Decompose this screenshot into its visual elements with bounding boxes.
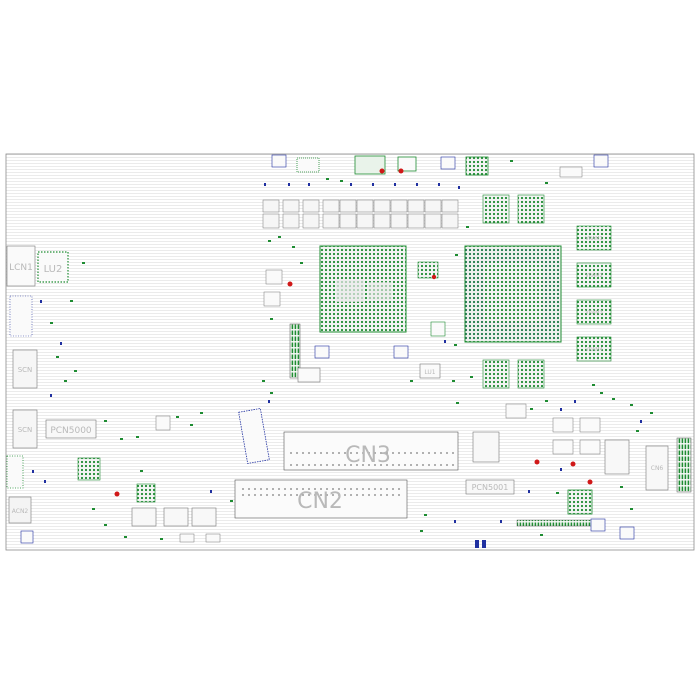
lcn1-label: LCN1 — [9, 263, 33, 273]
vertical-fpc-connector[interactable] — [289, 323, 301, 379]
vram4-label: VRAM4 — [585, 347, 603, 353]
vram1-label: VRAM1 — [585, 236, 603, 242]
lu2-chip[interactable]: LU2 — [37, 251, 69, 283]
lower-memory-block-1[interactable] — [482, 359, 510, 389]
cn6-connector[interactable]: CN6 — [645, 445, 669, 491]
cn2-connector[interactable]: CN2 — [234, 479, 408, 519]
cpu-bga[interactable] — [319, 245, 407, 333]
vram3-label: VRAM3 — [585, 310, 603, 316]
lower-left-power-area — [20, 415, 221, 544]
vram-3[interactable]: VRAM3 — [576, 299, 612, 325]
angled-module[interactable] — [238, 408, 270, 464]
lower-memory-block-2[interactable] — [517, 359, 545, 389]
upper-memory-block-1[interactable] — [482, 194, 510, 224]
cpu-support-parts: LU1 — [263, 261, 446, 383]
pcn5000-label: PCN5000 — [50, 426, 92, 436]
acn2-connector[interactable]: ACN2 — [8, 496, 32, 524]
side-connector-upper[interactable] — [9, 295, 33, 337]
power-stage-row — [262, 199, 459, 229]
vram-1[interactable]: VRAM1 — [576, 225, 612, 251]
lcn1-connector[interactable]: LCN1 — [6, 245, 36, 287]
vram2-label: VRAM2 — [585, 273, 603, 279]
scattered-passives — [50, 160, 653, 540]
side-connector-lower[interactable] — [6, 455, 24, 489]
lu1-label: LU1 — [424, 369, 435, 376]
vram-4[interactable]: VRAM4 — [576, 336, 612, 362]
pcn5000-connector[interactable]: PCN5000 — [45, 419, 97, 439]
scattered-vias — [32, 183, 642, 523]
acn2-label: ACN2 — [12, 508, 29, 515]
cn3-label: CN3 — [345, 443, 391, 468]
right-edge-connector[interactable] — [676, 437, 692, 493]
vram-2[interactable]: VRAM2 — [576, 262, 612, 288]
cn3-connector[interactable]: CN3 — [283, 431, 459, 471]
cn6-label: CN6 — [651, 465, 664, 472]
scn2-label: SCN — [18, 426, 33, 434]
top-edge-components — [271, 154, 609, 178]
cn2-label: CN2 — [297, 489, 343, 514]
scn-connector-2[interactable]: SCN — [12, 409, 38, 449]
pcn5001-label: PCN5001 — [472, 483, 509, 492]
lu2-label: LU2 — [44, 264, 63, 275]
pcn5001-connector[interactable]: PCN5001 — [465, 479, 515, 495]
gpu-bga[interactable] — [464, 245, 562, 343]
upper-memory-block-2[interactable] — [517, 194, 545, 224]
lower-right-area — [472, 403, 635, 548]
scn-connector-1[interactable]: SCN — [12, 349, 38, 389]
scn1-label: SCN — [18, 366, 33, 374]
